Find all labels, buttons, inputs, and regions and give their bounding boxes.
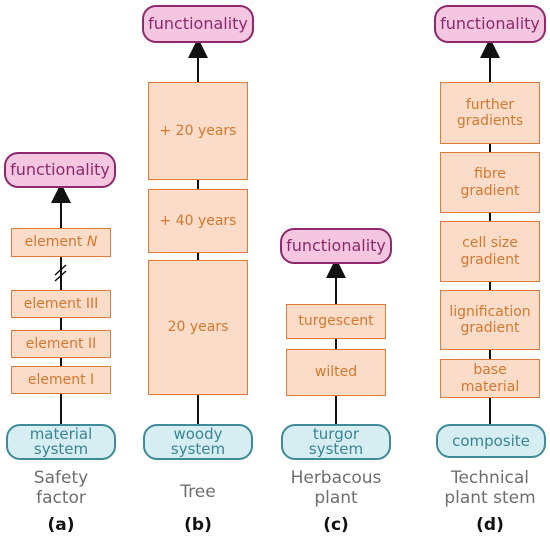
- column-label-a: Safety factor: [0, 468, 122, 509]
- element-label-a-1: element N: [24, 234, 98, 251]
- element-label-d-1: further gradients: [456, 96, 524, 129]
- element-box-d-1: further gradients: [440, 82, 540, 144]
- base-line-a-1: material: [29, 425, 93, 443]
- functionality-box-d: functionality: [434, 5, 546, 43]
- element-box-a-1: element N: [11, 228, 111, 257]
- column-label-b-line-1: Tree: [180, 482, 216, 502]
- element-box-d-4: lignification gradient: [440, 290, 540, 350]
- base-system-a: material system: [6, 424, 116, 460]
- element-box-a-3: element II: [11, 330, 111, 358]
- column-letter-b: (b): [184, 515, 212, 535]
- column-label-c-line-1: Herbacous: [290, 468, 382, 488]
- functionality-box-c: functionality: [280, 228, 392, 264]
- element-box-b-2: + 40 years: [148, 189, 248, 253]
- column-label-d-line-1: Technical: [450, 468, 530, 488]
- element-label-d-3: cell size gradient: [460, 235, 520, 268]
- base-system-c: turgor system: [281, 424, 391, 460]
- base-system-b: woody system: [143, 424, 253, 460]
- element-box-b-3: 20 years: [148, 260, 248, 395]
- column-label-d-line-2: plant stem: [444, 488, 536, 509]
- column-label-a-line-2: factor: [36, 488, 86, 509]
- column-letter-c: (c): [323, 515, 349, 535]
- base-line-b-1: woody: [173, 425, 223, 443]
- element-label-d-2: fibre gradient: [460, 166, 520, 199]
- element-label-d-5: base material: [460, 362, 520, 395]
- base-line-c-1: turgor: [312, 425, 360, 443]
- column-label-b: Tree: [138, 482, 258, 502]
- column-label-c: Herbacous plant: [271, 468, 401, 509]
- base-line-c-2: system: [308, 440, 364, 458]
- element-box-c-1: turgescent: [286, 304, 386, 339]
- column-label-c-line-2: plant: [314, 488, 358, 509]
- element-box-a-2: element III: [11, 290, 111, 318]
- column-letter-a: (a): [47, 515, 75, 535]
- functionality-box-a: functionality: [4, 152, 116, 188]
- break-mark-1: [54, 264, 67, 276]
- column-letter-d: (d): [476, 515, 504, 535]
- column-label-d: Technical plant stem: [430, 468, 550, 509]
- base-system-d: composite: [436, 424, 546, 458]
- element-box-c-2: wilted: [286, 349, 386, 396]
- base-line-a-2: system: [33, 440, 89, 458]
- element-box-d-5: base material: [440, 359, 540, 398]
- element-box-a-4: element I: [11, 366, 111, 394]
- functionality-box-b: functionality: [142, 5, 254, 43]
- element-box-d-2: fibre gradient: [440, 152, 540, 213]
- element-label-d-4: lignification gradient: [449, 303, 531, 336]
- element-box-b-1: + 20 years: [148, 82, 248, 180]
- element-box-d-3: cell size gradient: [440, 221, 540, 282]
- column-label-a-line-1: Safety: [33, 468, 89, 488]
- break-mark-2: [54, 270, 67, 282]
- base-line-b-2: system: [170, 440, 226, 458]
